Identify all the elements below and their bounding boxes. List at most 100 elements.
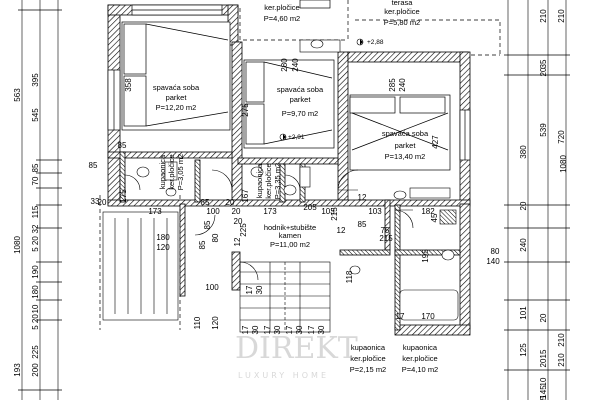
dimension-label: 85 [31, 163, 40, 172]
dimension-label: 103 [368, 207, 382, 216]
dimension-label: 5 20 [31, 236, 40, 252]
dimension-label: 20 [234, 217, 243, 226]
room-floor: ker.pločice [264, 163, 273, 198]
dimension-label: 30 [295, 325, 304, 334]
watermark: DIREKT LUXURY HOME [235, 331, 358, 380]
dimension-label: 17 [285, 325, 294, 334]
dimension-label: 200 [31, 363, 40, 377]
room-area: P=12,20 m2 [156, 103, 197, 112]
dimension-label: 210 [557, 9, 566, 23]
room-area: P=5,80 m2 [384, 18, 420, 27]
room-area: P=9,70 m2 [282, 109, 318, 118]
dimension-label: 275 [241, 103, 250, 117]
right-dimension-lines [504, 0, 570, 400]
dimension-label: 5 20 [31, 314, 40, 330]
room-label-bathroom-2: kupaonica ker.pločice P=3,35 m2 [255, 163, 282, 199]
dimension-label: 32 [31, 224, 40, 233]
dimension-label: 240 [291, 58, 300, 72]
dimension-label: 30 [255, 285, 264, 294]
room-floor: ker.pločice [402, 354, 437, 363]
left-dimension-lines [18, 0, 62, 400]
room-floor: ker.pločice [264, 3, 299, 12]
dimension-label: 12 [358, 193, 367, 202]
dimension-label: 75 [381, 226, 390, 235]
dimension-label: 120 [211, 316, 220, 330]
dimension-label: 17 [241, 325, 250, 334]
dimension-label: 12 [337, 226, 346, 235]
bed-1 [121, 21, 231, 131]
watermark-brand: DIREKT [235, 331, 358, 366]
room-label-bathroom-4: kupaonica ker.pločice P=2,15 m2 [350, 343, 386, 374]
dimension-label: 285 [388, 78, 397, 92]
dimension-label: 358 [124, 78, 133, 92]
dimension-label: 30 [317, 325, 326, 334]
room-area: P=13,40 m2 [385, 152, 426, 161]
dimension-label: 5 [539, 395, 548, 400]
doors [124, 169, 414, 281]
dimension-label: 85 [198, 240, 207, 249]
dimension-label: 10 [31, 304, 40, 313]
room-area: P=11,00 m2 [270, 240, 310, 249]
dimension-label: 205 [303, 203, 317, 212]
room-label-bathroom-1: kupaonica ker.pločice P=3,05 m2 [158, 154, 185, 190]
room-label-bedroom-2: spavaća soba parket P=9,70 m2 [277, 85, 324, 118]
dimension-label: 563 [13, 88, 22, 102]
level-marker-2-label: +2,88 [367, 39, 384, 46]
room-name: kupaonica [158, 154, 167, 189]
dimension-label: 110 [193, 316, 202, 329]
dimension-label: 545 [31, 108, 40, 122]
sanitary-fixtures [136, 39, 459, 321]
dimension-label: 80 [491, 247, 500, 256]
dimension-label: 20 [232, 207, 241, 216]
dimension-label: 1080 [559, 155, 568, 173]
dimension-label: 180 [31, 285, 40, 299]
dimension-label: 10 [539, 377, 548, 386]
windows [107, 0, 471, 161]
dimension-label: 380 [519, 145, 528, 159]
dimension-label: 85 [118, 141, 127, 150]
dimension-label: 45 [430, 213, 439, 222]
room-name: spavaća soba [382, 129, 429, 138]
dimension-label: 30 [251, 325, 260, 334]
dimension-label: 395 [31, 73, 40, 87]
dimension-label: 170 [421, 312, 435, 321]
dimension-label: 210 [557, 353, 566, 367]
dimension-label: 182 [421, 207, 435, 216]
room-label-terrace-2: terasa ker.pločice P=5,80 m2 [384, 0, 420, 27]
dimension-label: 190 [31, 265, 40, 279]
room-area: P=4,60 m2 [264, 14, 300, 23]
dimension-label: 173 [148, 207, 162, 216]
dimension-label: 80 [211, 233, 220, 242]
room-name: kupaonica [255, 163, 264, 198]
room-label-bathroom-3: kupaonica ker.pločice P=4,10 m2 [402, 343, 438, 374]
dimension-label: 15 [539, 349, 548, 358]
dimension-label: 30 [273, 325, 282, 334]
dimension-label: 240 [519, 238, 528, 252]
dimension-label: 17 [263, 325, 272, 334]
dimension-label: 85 [201, 198, 210, 207]
room-label-bedroom-1: spavaća soba parket P=12,20 m2 [153, 83, 200, 112]
dimension-label: 125 [519, 343, 528, 357]
dimension-label: 140 [486, 257, 500, 266]
dimension-label: 427 [431, 135, 440, 149]
dimension-label: 85 [358, 220, 367, 229]
dimension-label: 20 [519, 201, 528, 210]
dimension-label: 115 [31, 205, 40, 218]
dimension-label: 180 [156, 233, 170, 242]
dimension-label: 210 [539, 9, 548, 23]
dimension-label: 225 [31, 345, 40, 359]
bed-2 [243, 59, 335, 149]
dimension-label: 175 [119, 189, 128, 203]
bed-3 [349, 94, 451, 171]
dimension-label: 101 [519, 306, 528, 320]
dimension-label: 20 [226, 198, 235, 207]
room-floor: ker.pločice [350, 354, 385, 363]
dimension-label: 210 [557, 333, 566, 347]
room-label-terrace-1: ker.pločice P=4,60 m2 [264, 3, 300, 23]
dimension-label: 33 [91, 197, 100, 206]
room-floor: parket [166, 93, 188, 102]
dimension-label: 20 [539, 67, 548, 76]
